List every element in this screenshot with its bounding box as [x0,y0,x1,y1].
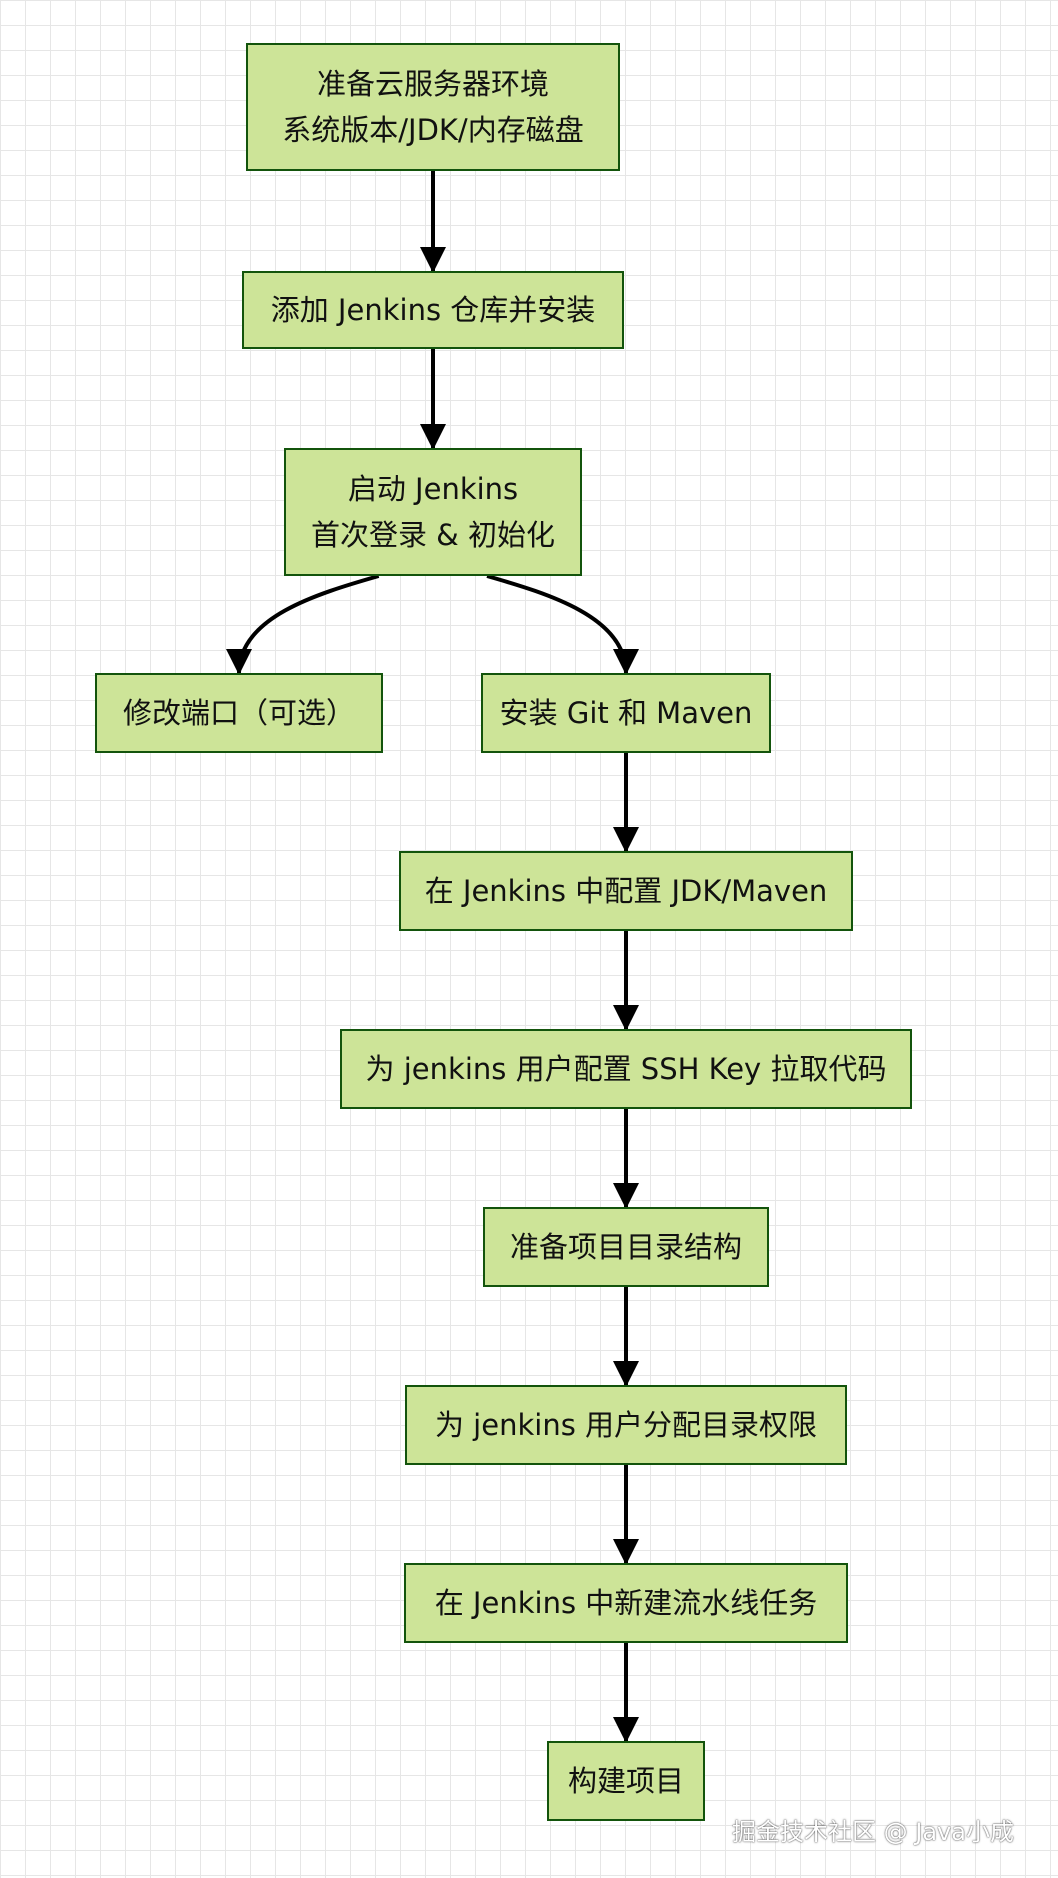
node-text-line: 准备项目目录结构 [509,1230,742,1264]
edge-arrow-n3-n5 [486,574,639,675]
node-configure-jdk-maven: 在 Jenkins 中配置 JDK/Maven [399,851,853,931]
node-text-line: 首次登录 & 初始化 [310,518,556,552]
node-prepare-server: 准备云服务器环境 系统版本/JDK/内存磁盘 [246,43,620,171]
node-text-line: 在 Jenkins 中配置 JDK/Maven [424,874,828,908]
node-change-port: 修改端口（可选） [95,673,383,753]
node-start-jenkins: 启动 Jenkins 首次登录 & 初始化 [284,448,582,576]
node-configure-ssh-key: 为 jenkins 用户配置 SSH Key 拉取代码 [340,1029,912,1109]
node-text-line: 为 jenkins 用户配置 SSH Key 拉取代码 [365,1052,887,1086]
node-text-line: 添加 Jenkins 仓库并安装 [270,293,596,327]
node-assign-dir-permissions: 为 jenkins 用户分配目录权限 [405,1385,847,1465]
node-text-line: 启动 Jenkins [347,472,519,506]
node-add-jenkins-repo: 添加 Jenkins 仓库并安装 [242,271,624,349]
node-text-line: 准备云服务器环境 [316,67,549,101]
node-text-line: 构建项目 [567,1764,684,1798]
node-build-project: 构建项目 [547,1741,705,1821]
node-text-line: 修改端口（可选） [122,696,355,730]
watermark-text: 掘金技术社区 @ Java小成 [732,1818,1014,1846]
node-create-pipeline-job: 在 Jenkins 中新建流水线任务 [404,1563,848,1643]
node-text-line: 系统版本/JDK/内存磁盘 [282,113,584,147]
node-prepare-project-dirs: 准备项目目录结构 [483,1207,769,1287]
node-text-line: 安装 Git 和 Maven [499,696,753,730]
node-text-line: 为 jenkins 用户分配目录权限 [434,1408,818,1442]
edge-arrow-n3-n4 [226,574,380,675]
node-text-line: 在 Jenkins 中新建流水线任务 [434,1586,818,1620]
node-install-git-maven: 安装 Git 和 Maven [481,673,771,753]
